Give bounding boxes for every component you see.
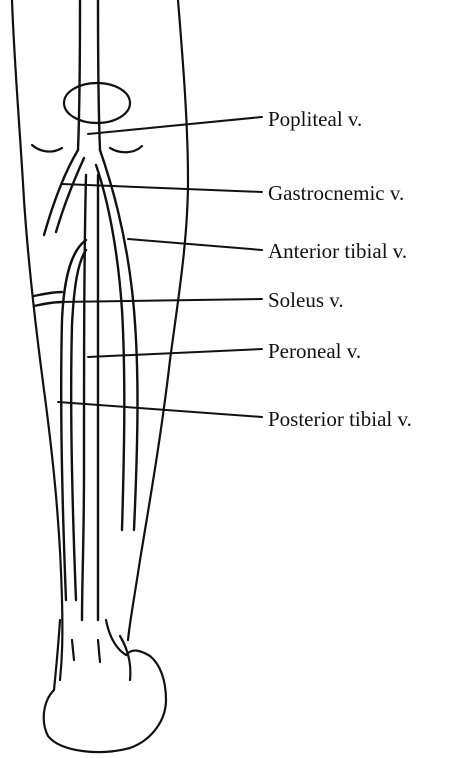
label-peroneal: Peroneal v. (268, 339, 361, 363)
popliteal-vein-right-wall (98, 0, 100, 150)
anterior-tibial-leader (128, 239, 262, 250)
knee-crease-left (32, 145, 62, 152)
label-anterior-tibial: Anterior tibial v. (268, 239, 407, 263)
posterior-tibial-leader (58, 402, 262, 417)
popliteal-vein-left-wall (78, 0, 80, 150)
ankle-mark-2 (98, 640, 100, 662)
label-soleus: Soleus v. (268, 288, 344, 312)
soleus-vein-upper (34, 292, 62, 296)
achilles-right (106, 620, 126, 655)
label-popliteal: Popliteal v. (268, 107, 362, 131)
anterior-tibial-vein-outer (100, 150, 138, 530)
gastrocnemic-vein-inner (56, 158, 84, 232)
label-posterior-tibial: Posterior tibial v. (268, 407, 412, 431)
soleus-leader (58, 299, 262, 302)
leg-outline-left (12, 0, 62, 680)
popliteal-fossa (64, 83, 130, 123)
ankle-mark-1 (72, 640, 74, 660)
knee-crease-right (110, 146, 142, 152)
ankle-mark-3 (120, 636, 130, 680)
leg-outline-right (128, 0, 188, 640)
label-gastrocnemic: Gastrocnemic v. (268, 181, 404, 205)
gastrocnemic-leader (62, 184, 262, 192)
gastrocnemic-vein-outer (44, 150, 78, 235)
peroneal-leader (88, 349, 262, 357)
